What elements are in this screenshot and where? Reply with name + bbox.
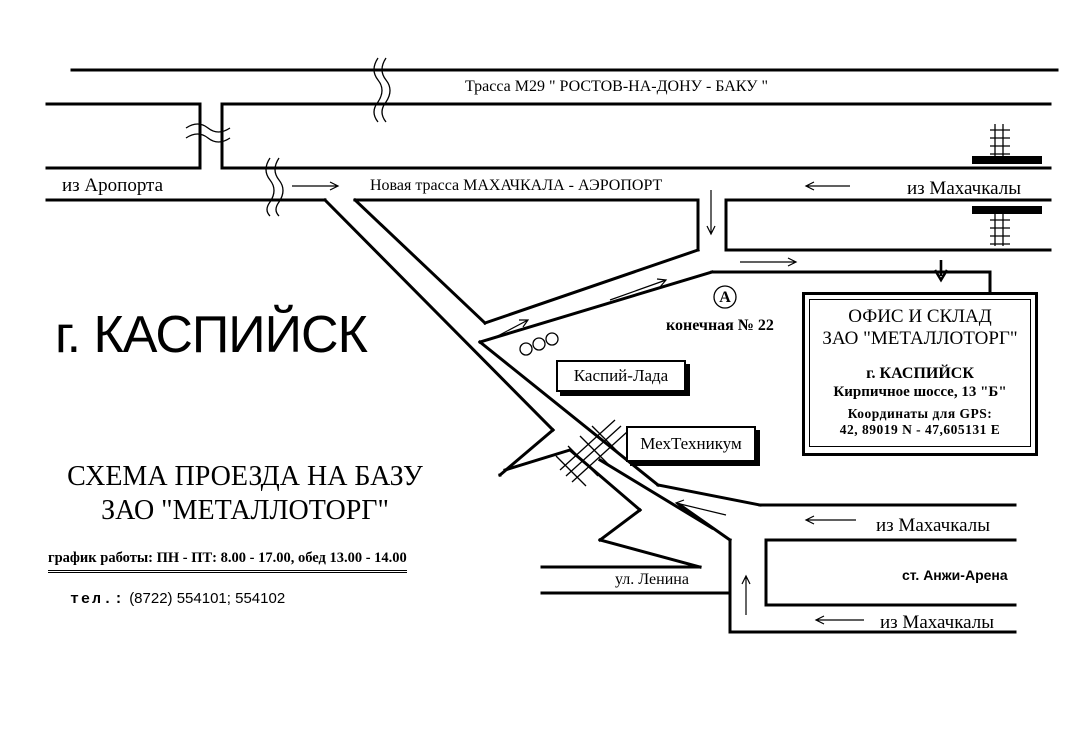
phone-label: тел.: (70, 591, 126, 608)
mekhtekhnikum-label: МехТехникум (640, 434, 742, 453)
new-highway (45, 166, 1052, 252)
label-from-makhachkala-mid: из Махачкалы (876, 515, 990, 536)
city-title: г. КАСПИЙСК (55, 306, 368, 364)
office-title: ОФИС И СКЛАД (848, 306, 992, 327)
office-gps-value: 42, 89019 N - 47,605131 E (839, 422, 1001, 437)
bus-stop-letter: А (719, 289, 731, 306)
label-lenina-street: ул. Ленина (615, 571, 689, 588)
direction-arrows (292, 181, 949, 625)
bus-stop-marker: А (713, 285, 737, 309)
office-gps-label: Координаты для GPS: (847, 406, 993, 421)
scheme-line2: ЗАО "МЕТАЛЛОТОРГ" (101, 495, 389, 526)
office-box: ОФИС И СКЛАД ЗАО "МЕТАЛЛОТОРГ" г. КАСПИЙ… (802, 292, 1038, 456)
label-bus-stop: конечная № 22 (666, 317, 774, 334)
circles-icon (519, 332, 559, 356)
lower-roads (540, 447, 1017, 634)
railway-crossing-top (972, 124, 1042, 246)
phone-line: тел.: (8722) 554101; 554102 (70, 590, 285, 608)
road-break-marks (185, 57, 391, 217)
office-company: ЗАО "МЕТАЛЛОТОРГ" (822, 328, 1018, 349)
office-address: Кирпичное шоссе, 13 "Б" (833, 384, 1007, 400)
railway-crossing-diagonal (555, 419, 628, 487)
label-from-makhachkala-bottom: из Махачкалы (880, 612, 994, 633)
scheme-title: СХЕМА ПРОЕЗДА НА БАЗУ ЗАО "МЕТАЛЛОТОРГ" (40, 460, 450, 528)
office-city: г. КАСПИЙСК (866, 365, 974, 382)
scheme-line1: СХЕМА ПРОЕЗДА НА БАЗУ (67, 461, 423, 492)
work-schedule: график работы: ПН - ПТ: 8.00 - 17.00, об… (48, 550, 407, 573)
label-from-airport: из Аропорта (62, 175, 164, 196)
highway-m29 (45, 68, 1059, 170)
label-new-highway: Новая трасса МАХАЧКАЛА - АЭРОПОРТ (370, 177, 663, 194)
label-anzhi-arena: ст. Анжи-Арена (902, 567, 1008, 583)
label-from-makhachkala-top: из Махачкалы (907, 178, 1021, 199)
landmark-kaspiy-lada: Каспий-Лада (556, 360, 686, 392)
label-highway-m29: Трасса М29 " РОСТОВ-НА-ДОНУ - БАКУ " (465, 78, 768, 95)
landmark-mekhtekhnikum: МехТехникум (626, 426, 756, 462)
kaspiy-lada-label: Каспий-Лада (573, 366, 669, 385)
phone-numbers: (8722) 554101; 554102 (129, 590, 286, 607)
